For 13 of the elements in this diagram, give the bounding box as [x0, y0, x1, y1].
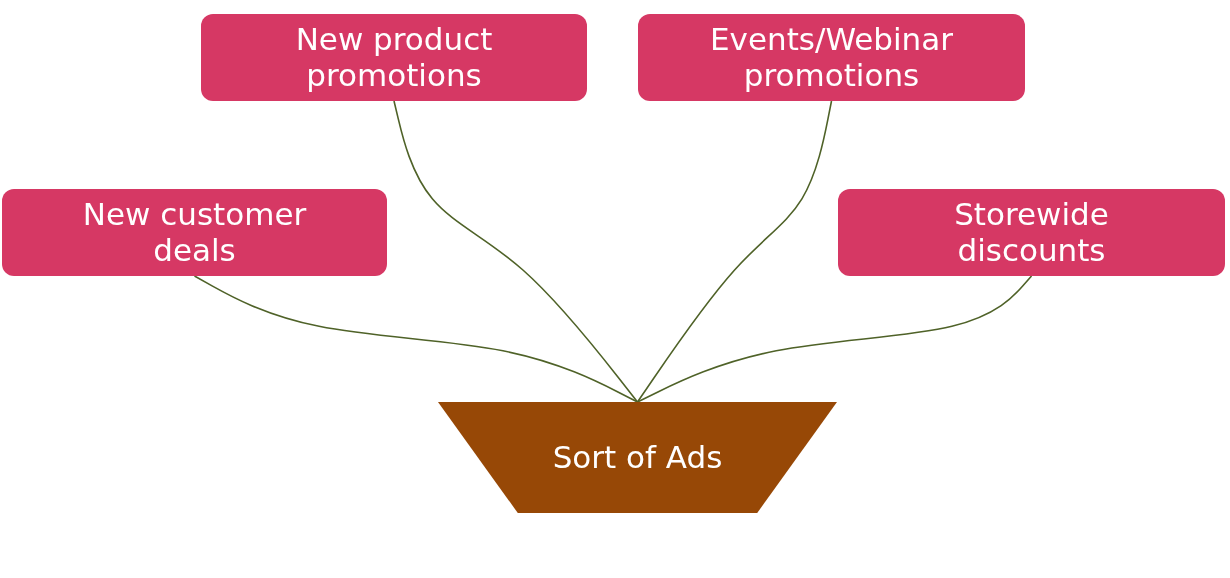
promotion-box [2, 189, 387, 276]
promotion-box [638, 14, 1025, 101]
connector-line [636, 100, 833, 403]
node-label: Sort of Ads [552, 439, 723, 476]
node-label: Storewide discounts [953, 196, 1110, 269]
connector-line [193, 275, 639, 403]
node-label: Events/Webinar promotions [709, 21, 954, 94]
connector-line [636, 275, 1033, 403]
connector-line [393, 100, 639, 403]
promotion-box [838, 189, 1225, 276]
node-label: New product promotions [294, 21, 494, 94]
node-label: New customer deals [81, 196, 308, 269]
promotion-box [201, 14, 587, 101]
